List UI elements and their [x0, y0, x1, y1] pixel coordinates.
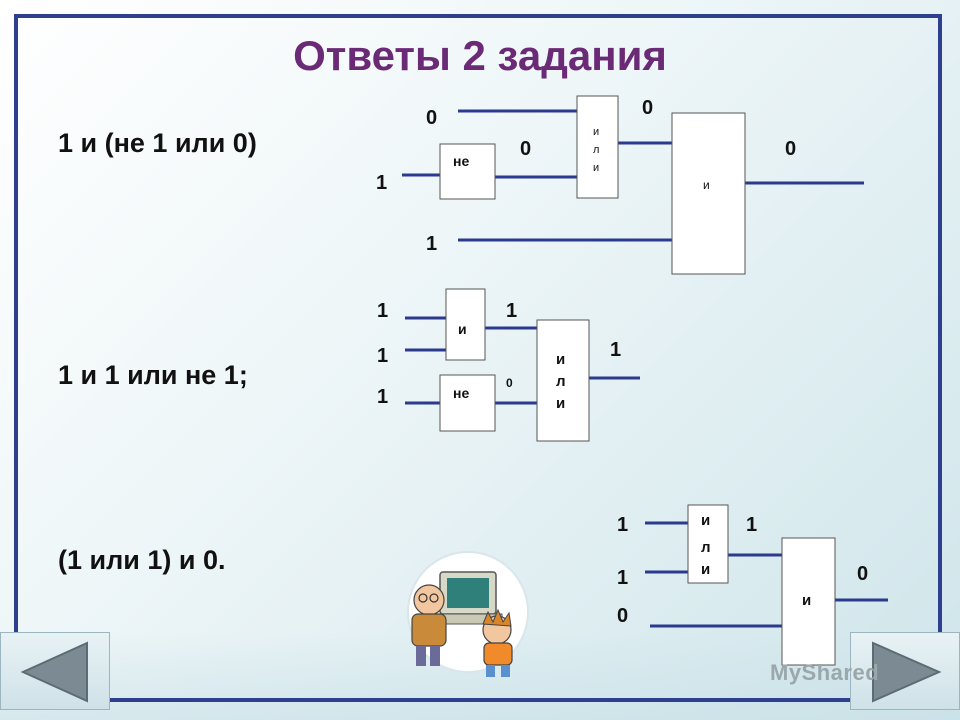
gate-c1-not: [439, 143, 496, 200]
gate-c2-and: [445, 288, 486, 361]
c2-value-in-c: 1: [377, 386, 388, 408]
c1-value-or-out: 0: [642, 97, 653, 119]
gate-c2-or-label-3: и: [556, 395, 565, 412]
gate-c2-not-label: не: [453, 385, 469, 401]
gate-c2-not: [439, 374, 496, 432]
gate-c3-or-label-2: л: [701, 539, 711, 556]
gate-c3-or: [687, 504, 729, 584]
gate-c3-or-label-3: и: [701, 561, 710, 578]
right-arrow-icon: [872, 641, 942, 703]
previous-slide-button[interactable]: [0, 632, 110, 710]
c3-value-in-c: 0: [617, 605, 628, 627]
gate-c1-and: [671, 112, 746, 275]
c3-value-in-b: 1: [617, 567, 628, 589]
c1-value-in-not: 1: [376, 172, 387, 194]
expression-3: (1 или 1) и 0.: [58, 545, 226, 575]
expression-2: 1 и 1 или не 1;: [58, 360, 248, 390]
gate-c2-and-label: и: [458, 321, 467, 337]
circuit-1: [402, 109, 864, 242]
gate-c1-or-label-2: л: [593, 144, 599, 156]
gate-c2-or-label-1: и: [556, 351, 565, 368]
watermark: MyShared: [770, 660, 880, 685]
circuit-2: [405, 316, 640, 405]
next-slide-button[interactable]: [850, 632, 960, 710]
c2-value-not-out: 0: [506, 376, 513, 390]
slide-frame: [14, 14, 942, 702]
c3-value-and-out: 0: [857, 563, 868, 585]
teacher-student-clipart-icon: [407, 551, 529, 677]
c1-value-and-out: 0: [785, 138, 796, 160]
gate-c2-or-label-2: л: [556, 373, 566, 390]
left-arrow-icon: [20, 641, 88, 703]
gate-c3-and: [781, 537, 836, 666]
c2-value-in-b: 1: [377, 345, 388, 367]
c2-value-and-out: 1: [506, 300, 517, 322]
c2-value-or-out: 1: [610, 339, 621, 361]
circuit-3: [645, 521, 888, 628]
expression-1: 1 и (не 1 или 0): [58, 128, 257, 158]
gate-c1-or: [576, 95, 619, 199]
gate-c1-or-label-3: и: [593, 162, 599, 174]
page-title: Ответы 2 задания: [293, 32, 667, 79]
gate-c3-or-label-1: и: [701, 512, 710, 529]
gate-c1-or-label-1: и: [593, 126, 599, 138]
c3-value-or-out: 1: [746, 514, 757, 536]
gate-c1-not-label: не: [453, 153, 469, 169]
gate-c3-and-label: и: [802, 592, 811, 609]
c1-value-not-out: 0: [520, 138, 531, 160]
c1-value-in-bottom: 1: [426, 233, 437, 255]
gate-c2-or: [536, 319, 590, 442]
c3-value-in-a: 1: [617, 514, 628, 536]
c2-value-in-a: 1: [377, 300, 388, 322]
c1-value-in-top: 0: [426, 107, 437, 129]
gate-c1-and-label: и: [703, 178, 710, 192]
